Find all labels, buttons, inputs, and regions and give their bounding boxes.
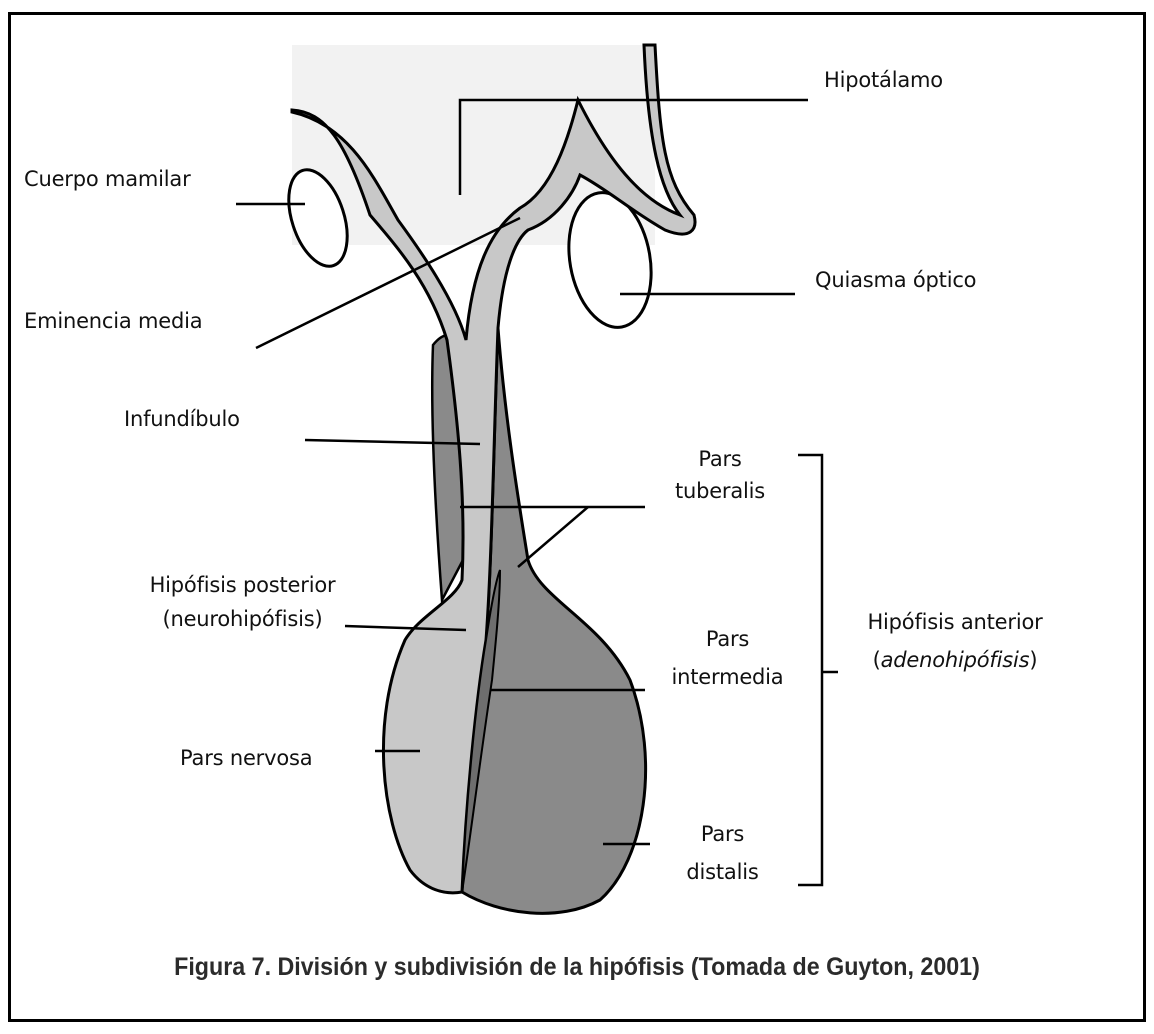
label-pars-distalis-line1: Pars bbox=[665, 822, 780, 846]
label-hipofisis-posterior-line1: Hipófisis posterior bbox=[135, 573, 350, 597]
tuberalis-line-2 bbox=[518, 507, 588, 567]
label-pars-intermedia: Pars intermedia bbox=[655, 627, 800, 689]
label-hipofisis-anterior-line2: (adenohipófisis) bbox=[850, 648, 1060, 672]
label-hipofisis-anterior-italic: adenohipófisis bbox=[881, 648, 1030, 672]
label-pars-distalis-line2: distalis bbox=[665, 860, 780, 884]
label-hipofisis-posterior-line2: (neurohipófisis) bbox=[135, 607, 350, 631]
label-hipofisis-anterior-open: ( bbox=[873, 648, 881, 672]
label-hipofisis-posterior: Hipófisis posterior (neurohipófisis) bbox=[135, 573, 350, 631]
label-hipofisis-anterior-close: ) bbox=[1029, 648, 1037, 672]
label-hipofisis-anterior-line1: Hipófisis anterior bbox=[850, 610, 1060, 634]
label-pars-nervosa: Pars nervosa bbox=[180, 746, 312, 770]
figure-caption: Figura 7. División y subdivisión de la h… bbox=[40, 953, 1113, 982]
label-pars-intermedia-line1: Pars bbox=[655, 627, 800, 651]
label-pars-tuberalis-line2: tuberalis bbox=[660, 479, 780, 503]
label-hipotalamo: Hipotálamo bbox=[824, 68, 943, 92]
label-pars-distalis: Pars distalis bbox=[665, 822, 780, 884]
label-quiasma-optico: Quiasma óptico bbox=[815, 268, 976, 292]
label-pars-tuberalis: Pars tuberalis bbox=[660, 447, 780, 503]
label-pars-intermedia-line2: intermedia bbox=[655, 665, 800, 689]
label-eminencia-media: Eminencia media bbox=[24, 309, 202, 333]
label-hipofisis-anterior: Hipófisis anterior (adenohipófisis) bbox=[850, 610, 1060, 672]
label-cuerpo-mamilar: Cuerpo mamilar bbox=[24, 167, 191, 191]
label-pars-tuberalis-line1: Pars bbox=[660, 447, 780, 471]
anterior-bracket bbox=[798, 455, 838, 885]
label-infundibulo: Infundíbulo bbox=[124, 407, 240, 431]
